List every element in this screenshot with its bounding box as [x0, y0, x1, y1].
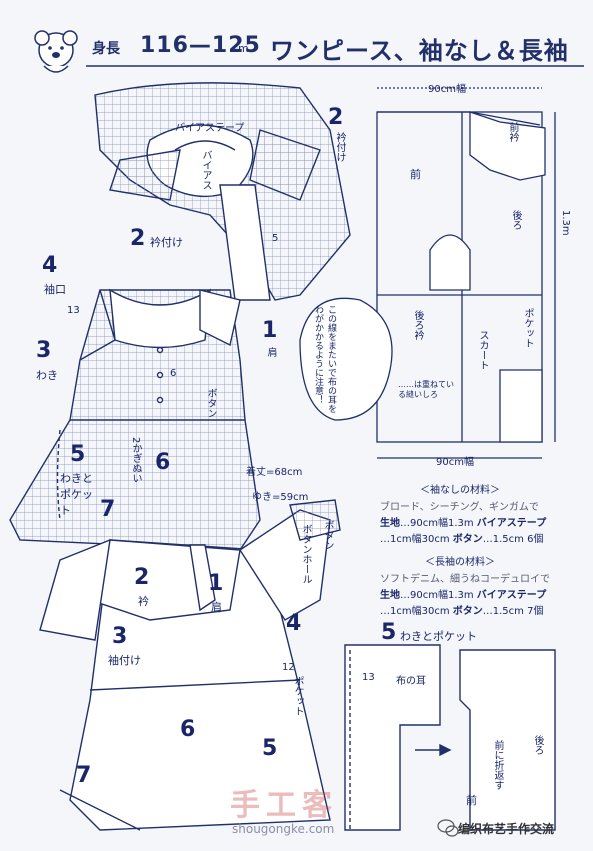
pocket-back-label: 後ろ [532, 735, 543, 755]
pocket-seam-13: 13 [362, 672, 375, 683]
watermark-account: 编织布艺手作交流 [458, 822, 555, 836]
pocket-detail-drawing [344, 644, 556, 831]
sleeveless-step-6: 6 [155, 450, 171, 475]
sleeveless-step-2: 2 [130, 226, 146, 251]
collar-step-number: 2 [328, 105, 344, 130]
collar-step-label: 衿付け [334, 132, 345, 162]
sleeveless-fabric: ブロード、シーチング、ギンガムで [380, 502, 539, 513]
long-step-1: 1 [208, 571, 224, 596]
sleeveless-step-4: 4 [42, 253, 58, 278]
note-bubble-text: この線をまたいで布の耳をわがかかるように注意！ [313, 305, 336, 413]
pocket-front-label: 前 [466, 794, 477, 807]
sleeveless-step-1: 1 [262, 318, 278, 343]
pocket-step-label: わきとポケット [400, 630, 477, 643]
page-title: ワンピース、袖なし＆長袖 [270, 37, 569, 65]
shoulder-label: 肩 [265, 347, 276, 357]
gather-label: 2かぎぬい [130, 437, 141, 484]
piece-front-collar: 前衿 [507, 122, 518, 142]
sleeveless-step-5-label: わきとポケット [60, 472, 93, 517]
long-button-label: ボタン [322, 520, 333, 550]
sleeveless-step-3-label: わき [36, 369, 58, 382]
sleeveless-step-2-label: 衿付け [150, 236, 183, 249]
piece-pocket: ポケット [522, 308, 533, 348]
layout-height: 1.3m [560, 210, 571, 236]
sleeveless-step-3: 3 [36, 338, 52, 363]
sleeve-length: ゆき=59cm [252, 492, 309, 503]
layout-diagram-drawing [376, 87, 556, 459]
long-pocket-label: ポケット [292, 676, 303, 716]
front-fold-label: 前に折返す [492, 740, 503, 790]
size-unit: cm [232, 42, 249, 55]
layout-legend: ……は重ねている縫いしろ [398, 380, 454, 399]
long-step-6: 6 [180, 717, 196, 742]
bias-tape-label: バイアステープ [175, 123, 245, 134]
long-step-7: 7 [76, 763, 92, 788]
long-materials-title: ＜長袖の材料＞ [425, 557, 495, 568]
long-seam-12: 12 [282, 662, 295, 673]
bias-label: バイアス [200, 150, 211, 190]
finished-length: 着丈=68cm [246, 467, 303, 478]
button-label: ボタン [205, 388, 216, 418]
sleeveless-step-7: 7 [100, 497, 116, 522]
layout-bottom-width: 90cm幅 [436, 457, 474, 468]
collar-num-5: 5 [272, 233, 279, 244]
piece-back-collar: 後ろ衿 [412, 310, 423, 340]
long-step-1-label: 肩 [211, 601, 222, 614]
sleeveless-line2: …1cm幅30cm ボタン…1.5cm 6個 [380, 534, 544, 545]
size-label: 身長 [92, 41, 120, 57]
sleeveless-step-5: 5 [70, 442, 86, 467]
selvedge-label: 布の耳 [396, 676, 426, 687]
buttonhole-label: ボタンホール [300, 524, 311, 584]
pocket-step-number: 5 [381, 620, 397, 645]
layout-top-width: 90cm幅 [428, 84, 466, 95]
watermark-main: 手工客 [230, 788, 338, 823]
long-fabric: ソフトデニム、細うねコーデュロイで [380, 574, 550, 585]
long-step-3: 3 [112, 624, 128, 649]
header [6, 28, 586, 68]
sleeveless-materials-title: ＜袖なしの材料＞ [420, 485, 500, 496]
sleeveless-line1: 生地…90cm幅1.3m バイアステープ [380, 518, 547, 529]
piece-front: 前 [410, 168, 421, 181]
long-line1: 生地…90cm幅1.3m バイアステープ [380, 590, 547, 601]
collar-detail-drawing [94, 82, 351, 301]
piece-back: 後ろ [510, 210, 521, 230]
long-step-4: 4 [286, 611, 302, 636]
header-border [86, 65, 584, 67]
long-step-5: 5 [262, 736, 278, 761]
long-step-2-label: 衿 [138, 595, 149, 608]
long-step-3-label: 袖付け [108, 654, 141, 667]
watermark-site: shougongke.com [232, 822, 335, 836]
seam-6: 6 [170, 368, 177, 379]
sleeveless-step-4-label: 袖口 [44, 283, 66, 296]
long-step-2: 2 [134, 565, 150, 590]
piece-skirt: スカート [477, 330, 488, 370]
seam-13: 13 [67, 305, 80, 316]
long-line2: …1cm幅30cm ボタン…1.5cm 7個 [380, 606, 544, 617]
size-range: 116—125 [140, 33, 261, 58]
sleeveless-dress-drawing [9, 288, 261, 551]
